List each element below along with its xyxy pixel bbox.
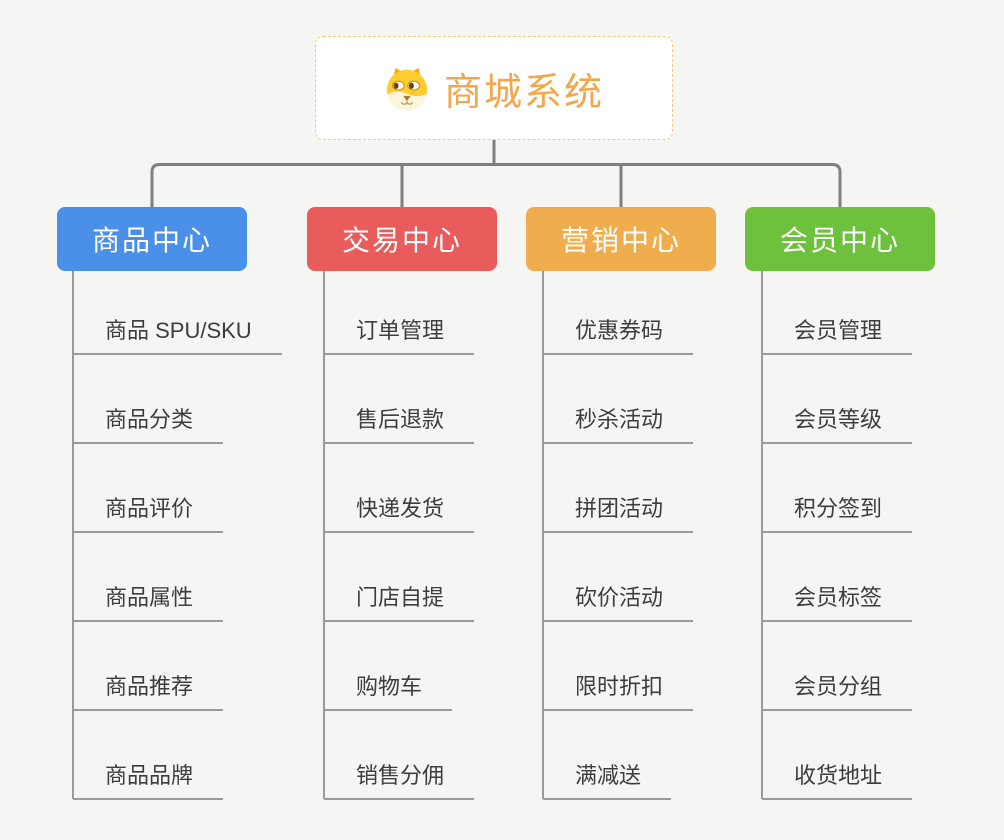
leaf-item[interactable]: 商品 SPU/SKU <box>73 314 282 355</box>
branch-label: 交易中心 <box>341 225 462 256</box>
leaf-item[interactable]: 秒杀活动 <box>543 403 694 444</box>
leaf-item[interactable]: 会员分组 <box>762 670 913 711</box>
root-title: 商城系统 <box>443 71 604 114</box>
leaf-item[interactable]: 收货地址 <box>762 759 913 800</box>
branch-node-product[interactable]: 商品中心 <box>57 207 247 271</box>
leaf-item[interactable]: 会员管理 <box>762 314 913 355</box>
leaf-item[interactable]: 购物车 <box>324 670 453 711</box>
leaf-item[interactable]: 满减送 <box>543 759 672 800</box>
leaf-item[interactable]: 商品属性 <box>73 581 224 622</box>
branch-node-trade[interactable]: 交易中心 <box>307 207 497 271</box>
leaf-item[interactable]: 拼团活动 <box>543 492 694 533</box>
leaf-item[interactable]: 销售分佣 <box>324 759 475 800</box>
leaf-item[interactable]: 门店自提 <box>324 581 475 622</box>
branch-label: 商品中心 <box>91 225 212 256</box>
leaf-item[interactable]: 商品评价 <box>73 492 224 533</box>
leaf-item[interactable]: 限时折扣 <box>543 670 694 711</box>
leaf-item[interactable]: 快递发货 <box>324 492 475 533</box>
branch-node-marketing[interactable]: 营销中心 <box>526 207 716 271</box>
leaf-item[interactable]: 优惠券码 <box>543 314 694 355</box>
branch-label: 会员中心 <box>779 225 900 256</box>
branch-node-member[interactable]: 会员中心 <box>745 207 935 271</box>
leaf-item[interactable]: 积分签到 <box>762 492 913 533</box>
leaf-item[interactable]: 商品分类 <box>73 403 224 444</box>
leaf-item[interactable]: 订单管理 <box>324 314 475 355</box>
leaf-item[interactable]: 会员等级 <box>762 403 913 444</box>
dog-face-icon <box>384 65 430 111</box>
leaf-item[interactable]: 商品品牌 <box>73 759 224 800</box>
root-node[interactable]: 商城系统 <box>315 36 673 140</box>
leaf-item[interactable]: 砍价活动 <box>543 581 694 622</box>
leaf-item[interactable]: 商品推荐 <box>73 670 224 711</box>
branch-label: 营销中心 <box>560 225 681 256</box>
leaf-item[interactable]: 会员标签 <box>762 581 913 622</box>
leaf-item[interactable]: 售后退款 <box>324 403 475 444</box>
